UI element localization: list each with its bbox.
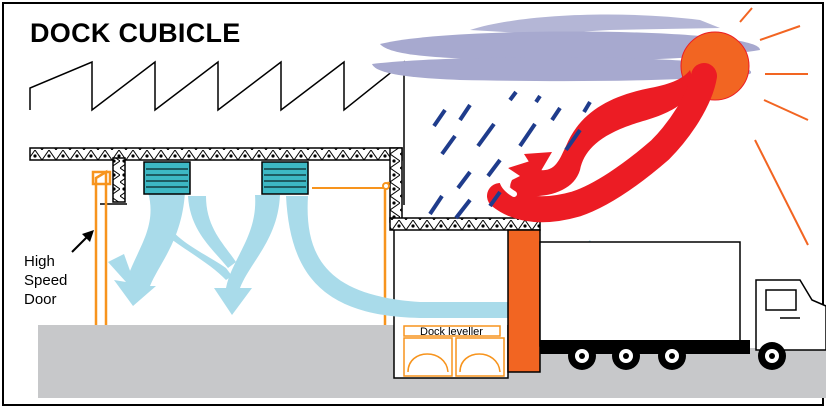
roof-vent-left xyxy=(143,161,191,195)
dock-leveller-label: Dock leveller xyxy=(420,326,483,338)
truck-window xyxy=(765,289,797,311)
canopy-truss xyxy=(389,217,541,231)
diagram-title: DOCK CUBICLE xyxy=(30,18,241,48)
cubicle-door-post xyxy=(312,181,391,325)
sawtooth-roof xyxy=(29,60,405,112)
door-label-line1: High xyxy=(24,253,55,270)
heat-arrow xyxy=(508,70,693,197)
cloud xyxy=(372,14,760,82)
door-label-line2: Speed xyxy=(24,272,68,289)
airflow-center-down xyxy=(214,195,280,315)
dock-seal xyxy=(507,229,541,373)
roof-truss xyxy=(29,147,403,161)
door-header-truss xyxy=(112,157,126,203)
rain xyxy=(428,90,592,220)
airflow-left-arrowhead xyxy=(108,254,134,282)
wall-truss xyxy=(389,147,403,223)
door-pointer-arrow xyxy=(71,230,94,253)
airflow-center-branch xyxy=(188,196,236,268)
high-speed-door xyxy=(91,169,112,325)
roof-vent-right xyxy=(261,161,309,195)
dock-leveller xyxy=(403,325,505,377)
heat-arrow-head xyxy=(524,152,552,176)
truck xyxy=(539,241,826,354)
airflow-center-mix xyxy=(150,210,232,280)
door-label-line3: Door xyxy=(24,291,57,308)
heat-arrow-body xyxy=(487,63,717,223)
high-speed-door-label: High Speed Door xyxy=(24,252,67,309)
truck-wheels xyxy=(568,342,786,370)
ground xyxy=(38,325,826,398)
truck-trailer xyxy=(539,241,741,347)
heat-arrow-curl xyxy=(498,161,517,197)
